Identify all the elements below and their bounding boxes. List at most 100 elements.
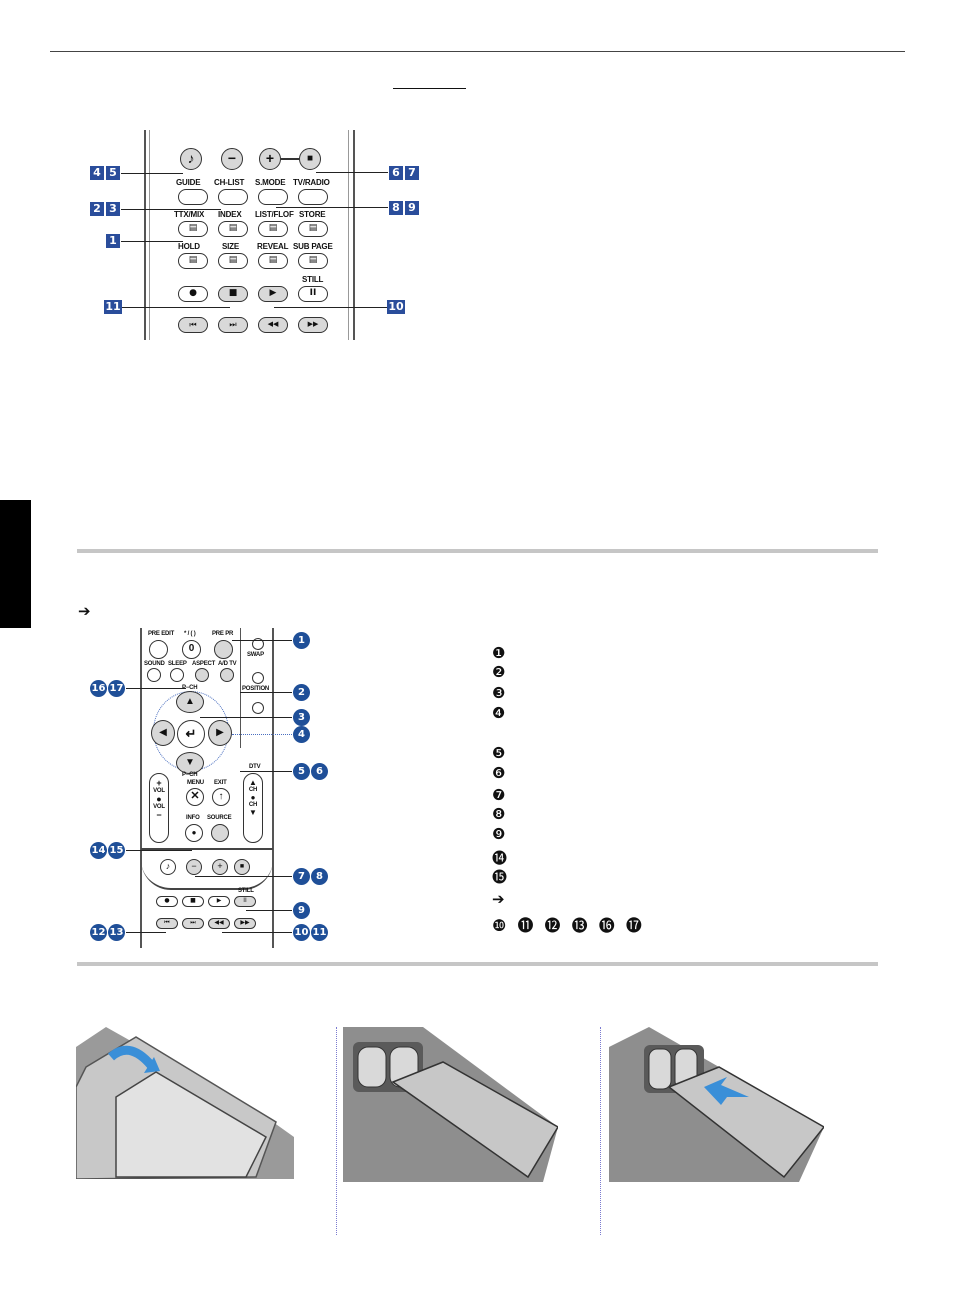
up-button[interactable]: ▲	[176, 691, 204, 713]
key-5: ❺	[492, 744, 506, 762]
key-3: ❸	[492, 684, 506, 702]
record-button-2[interactable]: ●	[156, 896, 178, 907]
s-mode-label: S.MODE	[255, 178, 286, 187]
size-button[interactable]: ▤	[218, 253, 248, 269]
square-button-2[interactable]: ■	[234, 859, 250, 875]
stop-button[interactable]: ■	[218, 286, 248, 302]
callout-3: 3	[106, 202, 120, 216]
swap-label: SWAP	[247, 652, 264, 658]
stop-square-button[interactable]: ■	[299, 148, 321, 170]
exit-button[interactable]: ↑	[212, 788, 230, 806]
still-label-2: STILL	[238, 888, 254, 894]
index-button[interactable]: ▤	[218, 221, 248, 237]
sound-button[interactable]	[147, 668, 161, 682]
star-label: * / ( )	[184, 631, 196, 637]
pre-edit-button[interactable]	[149, 640, 168, 659]
key-8: ❽	[492, 805, 506, 823]
position-button[interactable]	[252, 672, 264, 684]
callout-8: 8	[389, 201, 403, 215]
right-button[interactable]: ▶	[208, 720, 232, 746]
still-label: STILL	[302, 275, 324, 284]
down-button[interactable]: ▼	[176, 752, 204, 774]
swap-button[interactable]	[252, 638, 264, 650]
plus-button[interactable]: +	[259, 148, 281, 170]
music-button[interactable]: ♪	[180, 148, 202, 170]
callout-6: 6	[389, 166, 403, 180]
guide-button[interactable]	[178, 189, 208, 205]
tv-radio-button[interactable]	[298, 189, 328, 205]
ttx-mix-button[interactable]: ▤	[178, 221, 208, 237]
callout-10b: 10	[293, 924, 310, 941]
volume-rocker[interactable]: + VOL ● VOL −	[149, 773, 169, 843]
callout-12: 12	[90, 924, 107, 941]
pause-button-2[interactable]: II	[234, 896, 256, 907]
size-label: SIZE	[222, 242, 239, 251]
ch-list-button[interactable]	[218, 189, 248, 205]
p-ch-label: P−CH	[182, 685, 198, 691]
key-16: ⓰	[598, 916, 618, 935]
enter-button[interactable]: ↵	[177, 720, 205, 748]
pause-button[interactable]: II	[298, 286, 328, 302]
vol-label-bottom: VOL	[153, 804, 165, 810]
record-button[interactable]: ●	[178, 286, 208, 302]
pre-pr-button[interactable]	[214, 640, 233, 659]
music-button-2[interactable]: ♪	[160, 859, 176, 875]
set-button[interactable]	[252, 702, 264, 714]
sleep-button[interactable]	[170, 668, 184, 682]
skip-forward-button-2[interactable]: ⏭	[182, 918, 204, 929]
callout-9: 9	[405, 201, 419, 215]
play-button[interactable]: ▶	[258, 286, 288, 302]
key-arrow-icon: ➔	[492, 890, 505, 908]
aspect-button[interactable]	[195, 668, 209, 682]
callout-4b: 4	[293, 726, 310, 743]
key-2: ❷	[492, 663, 506, 681]
tv-radio-label: TV/RADIO	[293, 178, 330, 187]
side-tab	[0, 500, 31, 628]
callout-15: 15	[108, 842, 125, 859]
zero-button[interactable]: 0	[182, 640, 201, 659]
skip-forward-button[interactable]: ⏭	[218, 317, 248, 333]
hold-label: HOLD	[178, 242, 200, 251]
ad-tv-button[interactable]	[220, 668, 234, 682]
sound-label: SOUND	[144, 661, 165, 667]
skip-back-button[interactable]: ⏮	[178, 317, 208, 333]
s-mode-button[interactable]	[258, 189, 288, 205]
sub-page-button[interactable]: ▤	[298, 253, 328, 269]
stop-button-2[interactable]: ■	[182, 896, 204, 907]
plus-button-2[interactable]: +	[212, 859, 228, 875]
callout-3b: 3	[293, 709, 310, 726]
pre-edit-label: PRE EDIT	[148, 631, 175, 637]
info-button[interactable]: ●	[185, 824, 203, 842]
play-button-2[interactable]: ▶	[208, 896, 230, 907]
key-13: ⓭	[571, 916, 591, 935]
menu-button[interactable]: ✕	[186, 788, 204, 806]
pre-pr-label: PRE PR	[212, 631, 234, 637]
list-flof-button[interactable]: ▤	[258, 221, 288, 237]
reveal-button[interactable]: ▤	[258, 253, 288, 269]
source-label: SOURCE	[207, 815, 232, 821]
battery-step-2-image	[343, 1027, 558, 1182]
callout-1: 1	[106, 234, 120, 248]
key-1: ❶	[492, 644, 506, 662]
teletext-remote-illustration: ♪ − + ■ GUIDE CH-LIST S.MODE TV/RADIO TT…	[138, 130, 370, 340]
sleep-label: SLEEP	[168, 661, 187, 667]
fast-forward-button[interactable]: ▶▶	[298, 317, 328, 333]
rewind-button-2[interactable]: ◀◀	[208, 918, 230, 929]
minus-button[interactable]: −	[221, 148, 243, 170]
hold-button[interactable]: ▤	[178, 253, 208, 269]
callout-14: 14	[90, 842, 107, 859]
key-17: ⓱	[625, 916, 645, 935]
channel-rocker[interactable]: ▲ CH ● CH ▼	[243, 773, 263, 843]
skip-back-button-2[interactable]: ⏮	[156, 918, 178, 929]
left-button[interactable]: ◀	[151, 720, 175, 746]
title-underline	[393, 88, 466, 89]
fast-forward-button-2[interactable]: ▶▶	[234, 918, 256, 929]
store-button[interactable]: ▤	[298, 221, 328, 237]
callout-16: 16	[90, 680, 107, 697]
key-11: ⓫	[517, 916, 537, 935]
exit-label: EXIT	[214, 780, 227, 786]
source-button[interactable]	[211, 824, 229, 842]
minus-button-2[interactable]: −	[186, 859, 202, 875]
rewind-button[interactable]: ◀◀	[258, 317, 288, 333]
dtv-label: DTV	[249, 764, 261, 770]
